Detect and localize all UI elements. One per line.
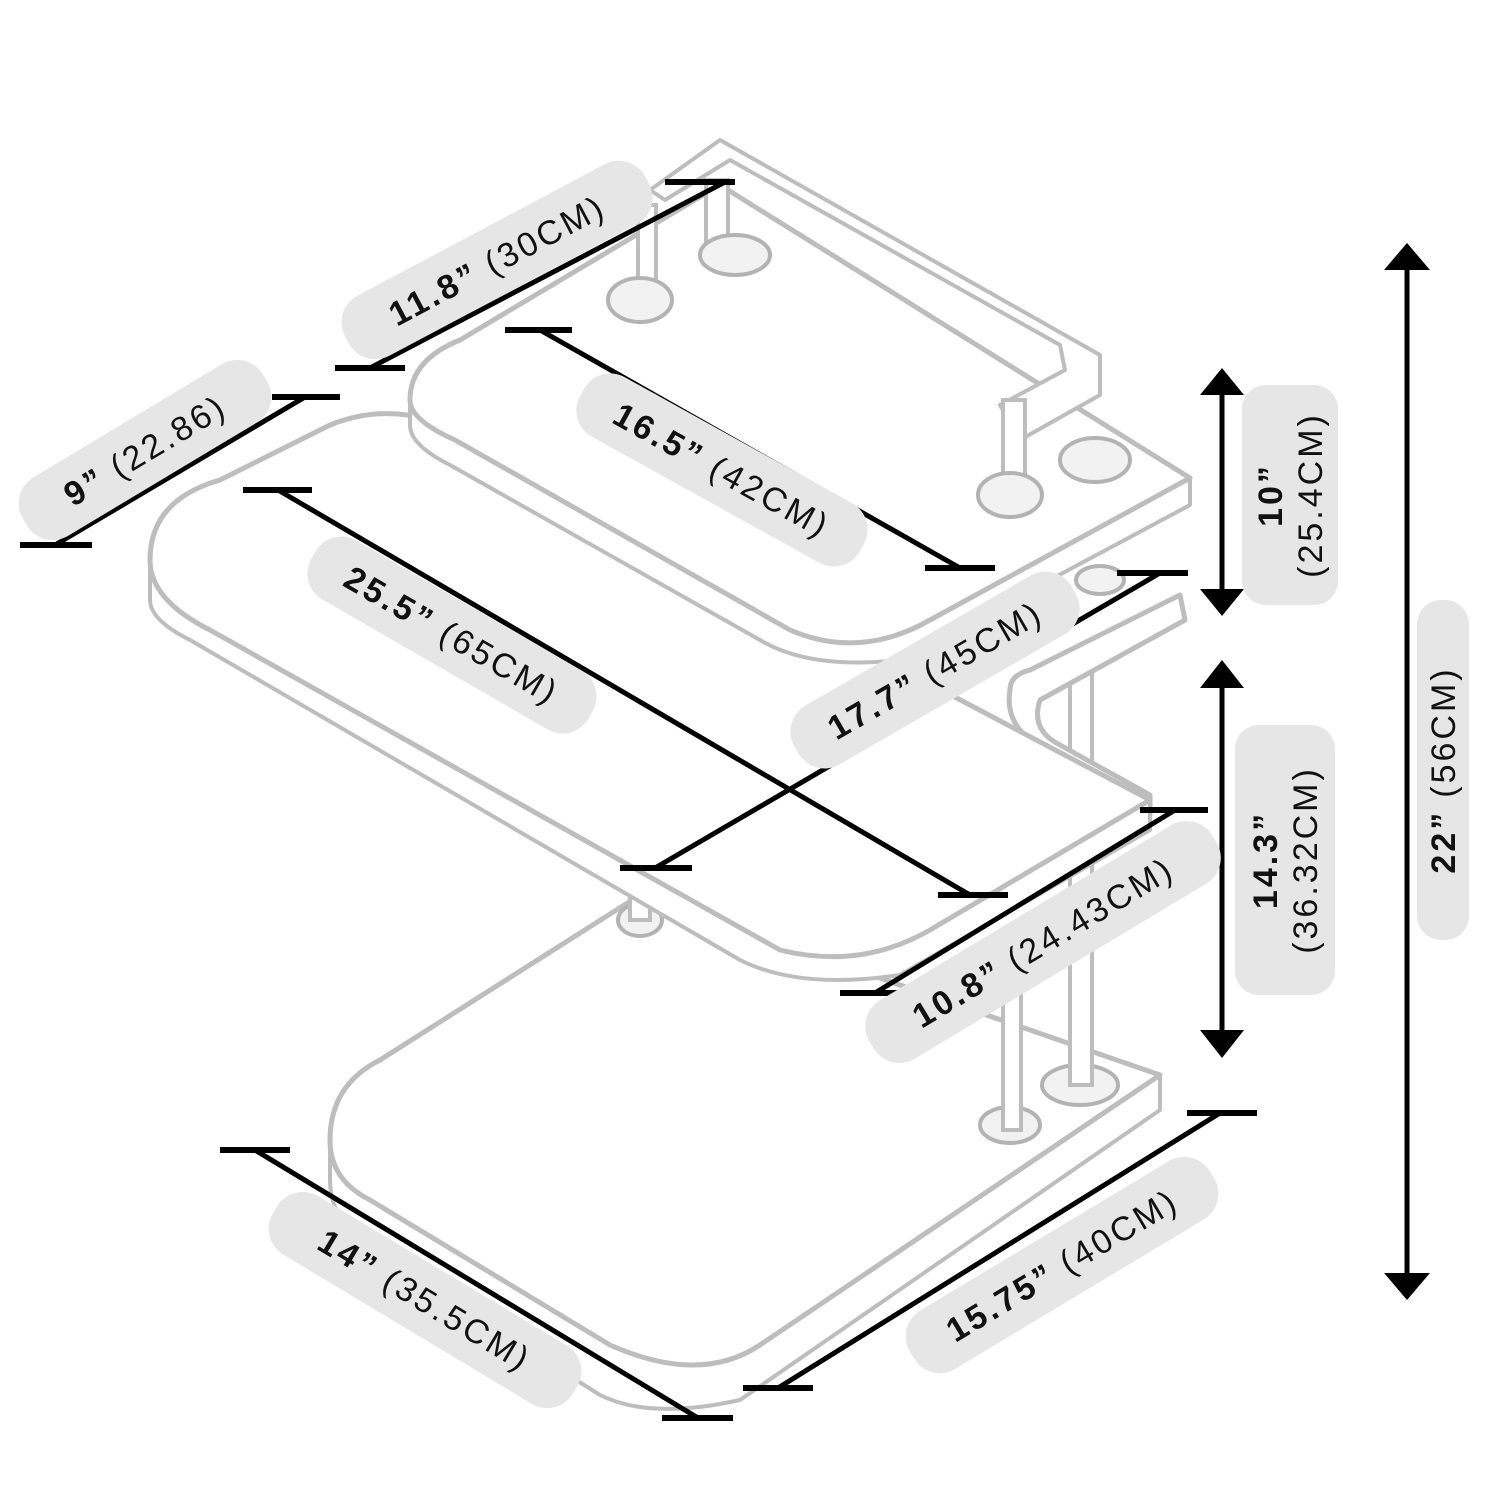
mid-depth-line (53, 394, 307, 548)
base-right-line (776, 1110, 1222, 1391)
middle-shelf (147, 411, 1153, 982)
dimension-labels: 11.8”(30CM) 16.5”(42CM) 9”(22.86) 25.5”(… (18, 160, 1469, 1409)
label-total-height: 22”(56CM) (1417, 600, 1469, 940)
svg-text:(25.4CM): (25.4CM) (1292, 412, 1330, 578)
svg-text:22”(56CM): 22”(56CM) (1425, 666, 1463, 873)
svg-text:(36.32CM): (36.32CM) (1287, 766, 1325, 954)
base-left-line (253, 1147, 700, 1421)
svg-text:10”: 10” (1252, 463, 1290, 527)
label-mid-gap: 14.3” (36.32CM) (1235, 725, 1335, 995)
mid-width-line (276, 487, 972, 898)
top-rail (606, 138, 1132, 596)
top-depth-line (368, 179, 727, 371)
svg-text:14.3”: 14.3” (1247, 811, 1285, 909)
mid-side-line (873, 807, 1177, 996)
label-top-gap: 10” (25.4CM) (1242, 385, 1338, 605)
